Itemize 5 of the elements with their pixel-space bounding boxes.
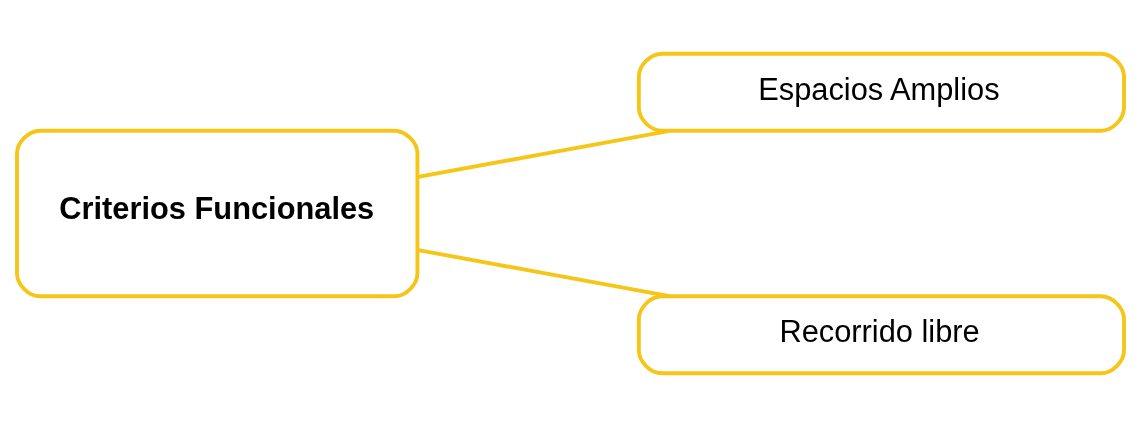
node-box: Criterios Funcionales bbox=[15, 128, 420, 299]
connector bbox=[417, 128, 670, 179]
node-box: Espacios Amplios bbox=[636, 51, 1126, 133]
node-box: Recorrido libre bbox=[636, 294, 1126, 376]
connector bbox=[417, 248, 670, 299]
